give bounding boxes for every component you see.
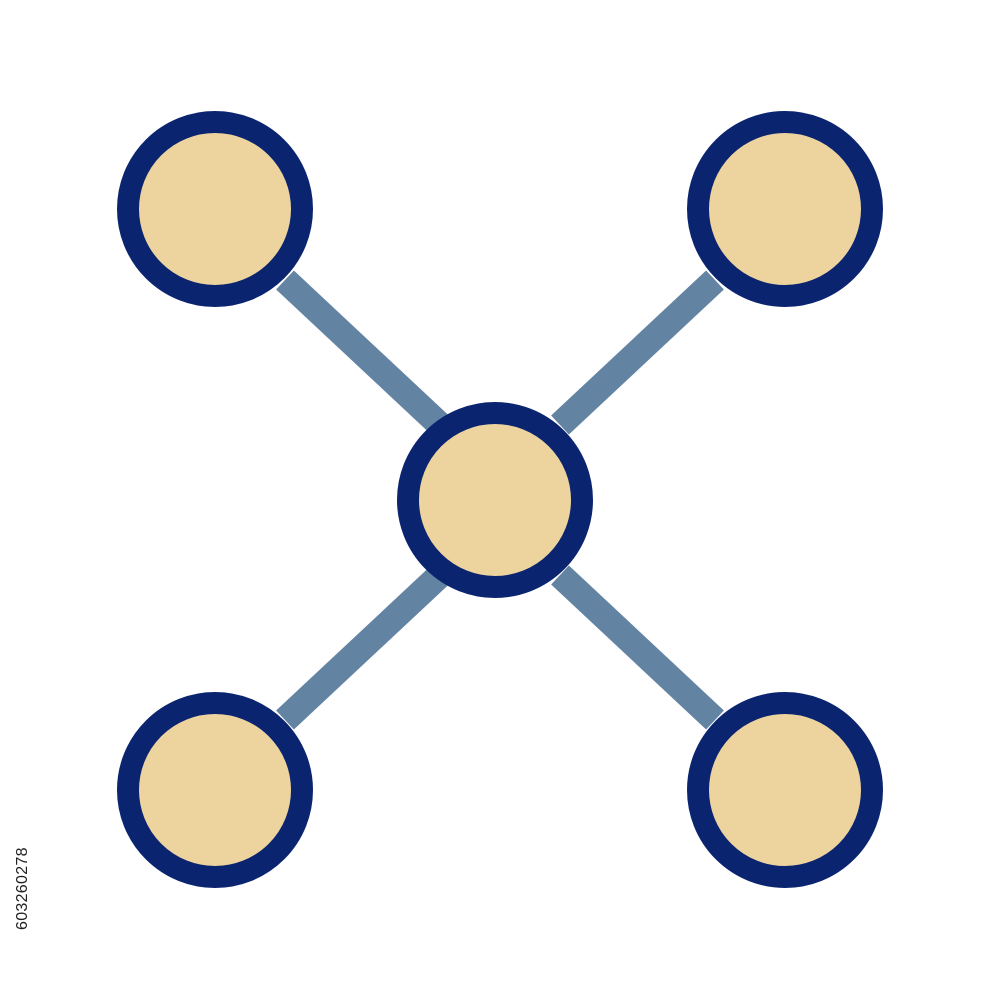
node-bottom-right bbox=[687, 692, 883, 888]
node-group bbox=[117, 111, 883, 888]
connector-top-right bbox=[551, 270, 724, 435]
node-top-left bbox=[117, 111, 313, 307]
connector-top-left bbox=[276, 270, 449, 435]
node-bottom-left bbox=[117, 692, 313, 888]
connector-bottom-right bbox=[551, 565, 724, 730]
connector-group bbox=[276, 270, 724, 730]
node-top-right bbox=[687, 111, 883, 307]
connector-bottom-left bbox=[276, 565, 449, 730]
node-center bbox=[397, 402, 593, 598]
stock-id-label: 603260278 bbox=[14, 847, 31, 930]
